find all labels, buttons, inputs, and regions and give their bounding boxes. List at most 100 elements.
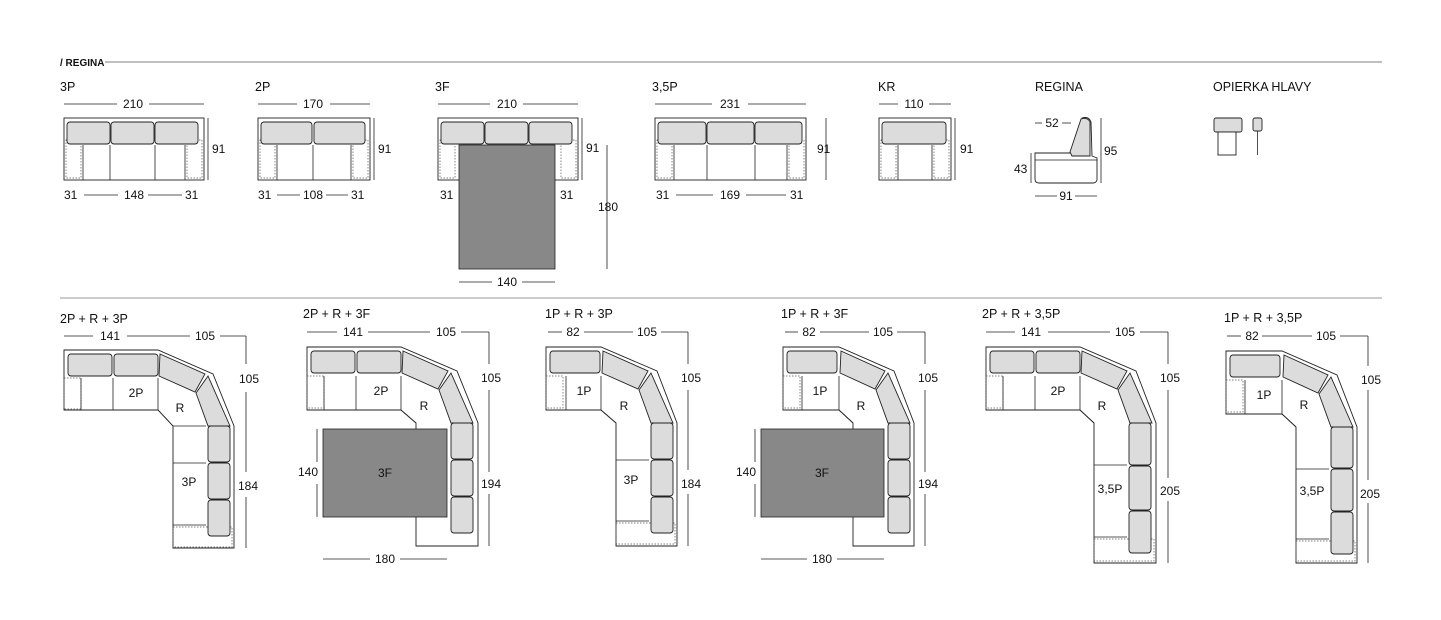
sofa-3p-seat: 148 — [124, 188, 144, 202]
sofa-3p-arm-left: 31 — [64, 188, 78, 202]
corner-2-module-a: 2P — [374, 384, 389, 398]
corner-2-right-depth: 105 — [481, 371, 501, 385]
sofa-2p-arm-right: 31 — [351, 188, 365, 202]
corner-5-module-r: R — [1098, 399, 1107, 413]
corner-4-module-b: 3F — [815, 466, 829, 480]
corner-2-module-b: 3F — [378, 466, 392, 480]
corner-2-bed-width: 140 — [298, 465, 318, 479]
corner-3-module-r: R — [620, 399, 629, 413]
series-name: / REGINA — [60, 58, 104, 69]
headrest: OPIERKA HLAVY — [1213, 80, 1312, 156]
corner-4-module-r: R — [857, 399, 866, 413]
corner-4-width: 82 — [802, 325, 816, 339]
corner-4-title: 1P + R + 3F — [781, 307, 849, 321]
sofa-2p-depth: 91 — [378, 142, 392, 156]
sofa-3f-bed-width: 140 — [497, 275, 517, 289]
corner-1-module-r: R — [176, 401, 185, 415]
armchair-kr-title: KR — [878, 80, 895, 94]
corner-1-right-depth: 105 — [239, 372, 259, 386]
sofa-3f-depth: 91 — [586, 141, 600, 155]
corner-3-corner: 105 — [637, 325, 657, 339]
sofa-3f: 3F 210 91 180 31 31 140 — [435, 80, 618, 289]
corner-6-width: 82 — [1245, 329, 1259, 343]
corner-2-length: 194 — [481, 477, 501, 491]
regina-side-seat-height: 43 — [1014, 162, 1028, 176]
sofa-2p-seat: 108 — [303, 188, 323, 202]
armchair-kr-width: 110 — [904, 97, 923, 111]
corner-1-module-b: 3P — [182, 475, 197, 489]
corner-1p-r-3p: 1P + R + 3P 82 105 1P R 3P 105 184 — [545, 307, 701, 547]
corner-6-length: 205 — [1360, 487, 1380, 501]
corner-6-right-depth: 105 — [1361, 373, 1381, 387]
corner-4-bed-width: 140 — [736, 465, 756, 479]
corner-5-width: 141 — [1021, 325, 1041, 339]
corner-3-module-a: 1P — [577, 384, 592, 398]
corner-4-module-a: 1P — [813, 384, 828, 398]
corner-2-module-r: R — [420, 399, 429, 413]
sofa-2p-arm-left: 31 — [258, 188, 272, 202]
corner-5-title: 2P + R + 3,5P — [982, 307, 1060, 321]
corner-1-title: 2P + R + 3P — [60, 312, 128, 326]
sofa-2p: 2P 170 91 31 108 31 — [255, 80, 392, 202]
regina-side-height: 95 — [1104, 144, 1118, 158]
corner-5-corner: 105 — [1115, 325, 1135, 339]
sofa-3f-title: 3F — [435, 80, 450, 94]
regina-side-view: REGINA 52 95 43 91 — [1014, 80, 1118, 203]
sofa-35p-depth: 91 — [817, 142, 831, 156]
corner-3-module-b: 3P — [624, 473, 639, 487]
headrest-title: OPIERKA HLAVY — [1213, 80, 1312, 94]
regina-side-depth: 91 — [1059, 189, 1073, 203]
corner-2-corner: 105 — [436, 325, 456, 339]
sofa-3f-bed — [458, 144, 556, 270]
corner-2p-r-35p: 2P + R + 3,5P 141 105 2P R 3,5P 105 205 — [982, 307, 1180, 564]
sofa-35p: 3,5P 231 91 31 169 31 — [652, 80, 831, 202]
corner-4-bed — [760, 428, 885, 518]
sofa-3p-arm-right: 31 — [185, 188, 199, 202]
corner-6-corner: 105 — [1316, 329, 1336, 343]
sofa-3f-arm-right: 31 — [560, 188, 574, 202]
sofa-35p-title: 3,5P — [652, 80, 678, 94]
corner-3-right-depth: 105 — [681, 371, 701, 385]
corner-2-bed — [322, 428, 448, 518]
sofa-35p-width: 231 — [720, 97, 740, 111]
corner-6-module-b: 3,5P — [1300, 484, 1325, 498]
sofa-2p-title: 2P — [255, 80, 270, 94]
sofa-3f-arm-left: 31 — [440, 188, 454, 202]
corner-2-title: 2P + R + 3F — [303, 307, 371, 321]
corner-5-length: 205 — [1160, 484, 1180, 498]
sofa-35p-arm-left: 31 — [656, 188, 670, 202]
armchair-kr: KR 110 91 — [878, 80, 974, 181]
regina-side-back: 52 — [1045, 116, 1059, 130]
sofa-3f-bed-length: 180 — [598, 200, 618, 214]
sofa-3p: 3P 210 91 31 148 31 — [60, 80, 226, 202]
corner-1-corner: 105 — [195, 329, 215, 343]
corner-1-module-a: 2P — [129, 386, 144, 400]
corner-5-module-b: 3,5P — [1098, 482, 1123, 496]
corner-4-corner: 105 — [873, 325, 893, 339]
corner-3-length: 184 — [681, 477, 701, 491]
sofa-3p-depth: 91 — [212, 142, 226, 156]
corner-2-width: 141 — [343, 325, 363, 339]
sofa-35p-arm-right: 31 — [790, 188, 804, 202]
corner-2p-r-3f: 2P + R + 3F 141 105 2P R 3F 105 194 140 … — [298, 307, 501, 566]
corner-2p-r-3p: 2P + R + 3P 141 105 2P R 3P 105 184 — [60, 312, 259, 549]
corner-6-module-a: 1P — [1257, 388, 1272, 402]
sofa-3p-title: 3P — [60, 80, 75, 94]
corner-6-title: 1P + R + 3,5P — [1224, 311, 1302, 325]
sofa-3p-width: 210 — [123, 97, 143, 111]
sofa-3f-width: 210 — [497, 97, 517, 111]
corner-5-right-depth: 105 — [1160, 371, 1180, 385]
sofa-2p-width: 170 — [303, 97, 323, 111]
corner-1-length: 184 — [238, 479, 258, 493]
armchair-kr-depth: 91 — [960, 142, 974, 156]
corner-4-bed-length: 180 — [812, 552, 832, 566]
regina-side-title: REGINA — [1035, 80, 1084, 94]
corner-2-bed-length: 180 — [375, 552, 395, 566]
corner-5-module-a: 2P — [1051, 384, 1066, 398]
corner-3-title: 1P + R + 3P — [545, 307, 613, 321]
corner-3-width: 82 — [566, 325, 580, 339]
corner-1-width: 141 — [100, 329, 120, 343]
sofa-35p-seat: 169 — [720, 188, 740, 202]
